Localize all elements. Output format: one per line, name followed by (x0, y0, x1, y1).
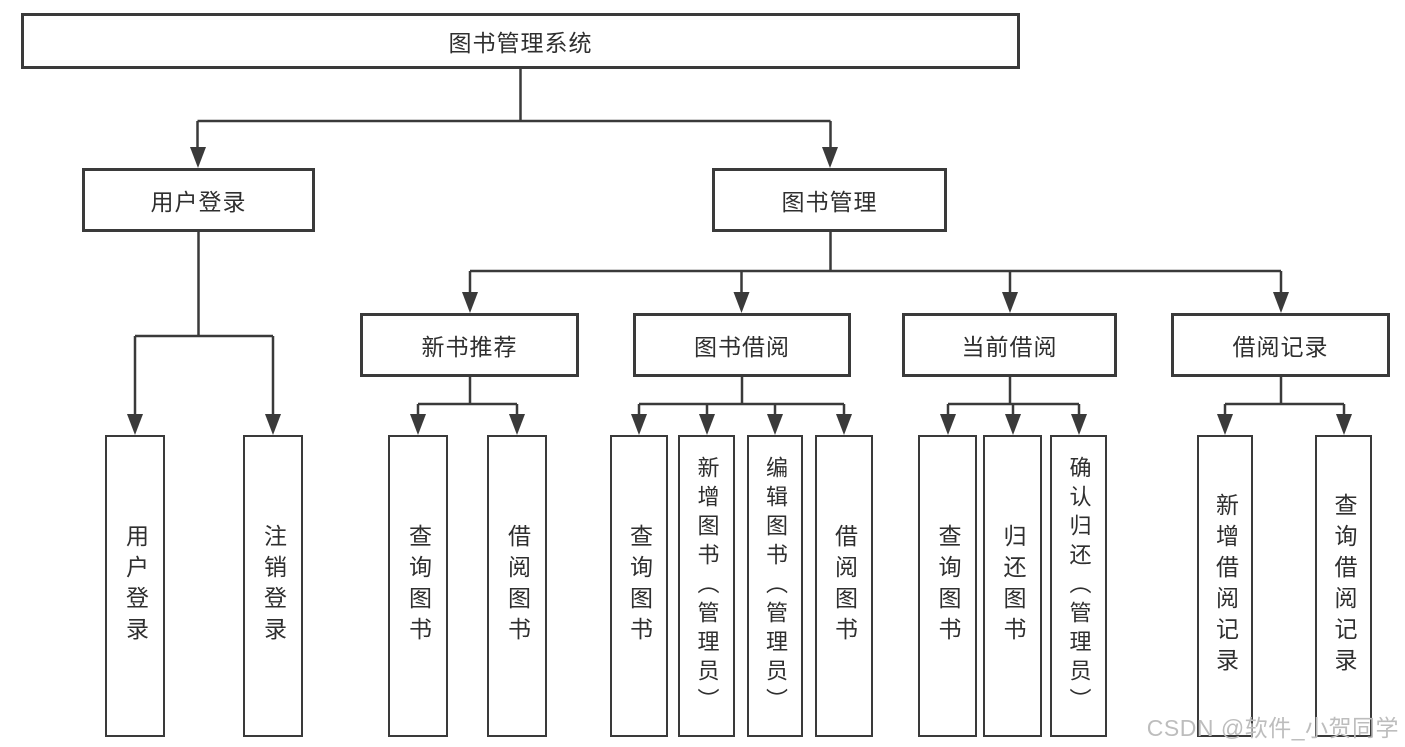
arrowhead (462, 292, 478, 313)
leaf-bb-edit-book-label: 编辑图书（管理员） (763, 455, 788, 717)
arrowhead (1005, 414, 1021, 435)
leaf-bb-edit-book: 编辑图书（管理员） (747, 435, 803, 737)
arrowhead (1217, 414, 1233, 435)
leaf-cb-query-book: 查询图书 (918, 435, 977, 737)
leaf-nbr-query-book: 查询图书 (388, 435, 448, 737)
leaf-logout: 注销登录 (243, 435, 303, 737)
arrowhead (733, 292, 750, 313)
node-new-book-recommend-label: 新书推荐 (421, 334, 518, 360)
leaf-br-query-record-label: 查询借阅记录 (1331, 493, 1357, 679)
leaf-cb-confirm-return-label: 确认归还（管理员） (1066, 455, 1092, 717)
leaf-bb-borrow-book: 借阅图书 (815, 435, 873, 737)
csdn-watermark: CSDN @软件_小贺同学 (1146, 715, 1399, 741)
arrowhead (1336, 414, 1352, 435)
arrowhead (631, 414, 647, 435)
node-current-borrow: 当前借阅 (902, 313, 1117, 377)
leaf-user-login: 用户登录 (105, 435, 165, 737)
node-current-borrow-label: 当前借阅 (961, 334, 1058, 360)
arrowhead (265, 414, 281, 435)
leaf-cb-return-book-label: 归还图书 (1000, 524, 1026, 648)
arrowhead (940, 414, 956, 435)
leaf-user-login-label: 用户登录 (122, 524, 149, 648)
arrowhead (767, 414, 783, 435)
leaf-nbr-query-book-label: 查询图书 (405, 524, 432, 648)
node-book-management: 图书管理 (712, 168, 947, 232)
leaf-bb-query-book: 查询图书 (610, 435, 668, 737)
node-book-borrow-label: 图书借阅 (694, 334, 790, 360)
node-book-borrow: 图书借阅 (633, 313, 851, 377)
leaf-nbr-borrow-book-label: 借阅图书 (504, 524, 531, 648)
node-user-login: 用户登录 (82, 168, 315, 232)
leaf-cb-confirm-return: 确认归还（管理员） (1050, 435, 1107, 737)
node-borrow-records-label: 借阅记录 (1232, 334, 1329, 360)
leaf-br-add-record: 新增借阅记录 (1197, 435, 1253, 737)
arrowhead (127, 414, 143, 435)
node-root-label: 图书管理系统 (448, 30, 593, 56)
node-book-management-label: 图书管理 (781, 189, 878, 215)
leaf-br-query-record: 查询借阅记录 (1315, 435, 1372, 737)
leaf-bb-add-book-label: 新增图书（管理员） (694, 455, 720, 717)
arrowhead (1002, 292, 1018, 313)
arrowhead (410, 414, 426, 435)
leaf-cb-return-book: 归还图书 (983, 435, 1042, 737)
leaf-bb-query-book-label: 查询图书 (626, 524, 653, 648)
arrowhead (822, 147, 838, 168)
leaf-bb-add-book: 新增图书（管理员） (678, 435, 735, 737)
arrowhead (509, 414, 525, 435)
leaf-br-add-record-label: 新增借阅记录 (1212, 493, 1239, 679)
leaf-cb-query-book-label: 查询图书 (935, 524, 961, 648)
arrowhead (699, 414, 715, 435)
node-borrow-records: 借阅记录 (1171, 313, 1390, 377)
node-new-book-recommend: 新书推荐 (360, 313, 579, 377)
leaf-nbr-borrow-book: 借阅图书 (487, 435, 547, 737)
arrowhead (1071, 414, 1087, 435)
node-root: 图书管理系统 (21, 13, 1020, 69)
arrowhead (836, 414, 852, 435)
arrowhead (190, 147, 206, 168)
arrowhead (1273, 292, 1289, 313)
leaf-bb-borrow-book-label: 借阅图书 (831, 524, 858, 648)
leaf-logout-label: 注销登录 (260, 524, 287, 648)
node-user-login-label: 用户登录 (150, 189, 247, 215)
